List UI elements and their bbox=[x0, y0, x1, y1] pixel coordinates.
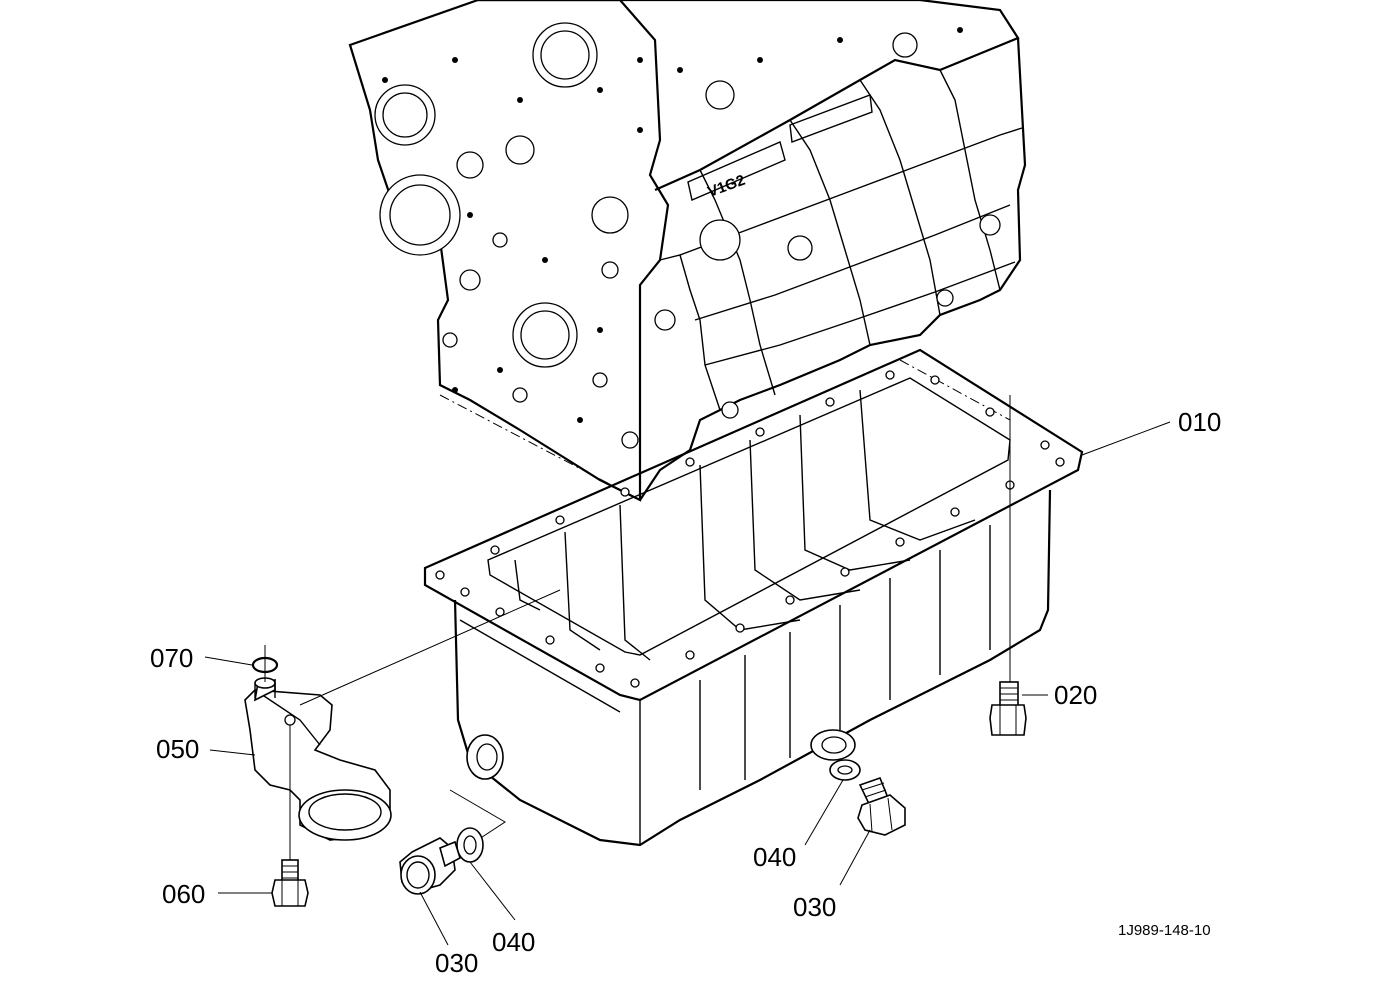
drain-plug-right bbox=[857, 776, 906, 836]
label-drain-plug-right: 030 bbox=[793, 892, 836, 922]
label-gasket-left: 040 bbox=[492, 927, 535, 957]
engine-block: V1G2 bbox=[348, 0, 1027, 502]
gasket-right bbox=[829, 759, 861, 781]
label-gasket-right: 040 bbox=[753, 842, 796, 872]
drawing-code: 1J989-148-10 bbox=[1118, 922, 1211, 939]
label-strainer-bolt: 060 bbox=[162, 879, 205, 909]
label-o-ring: 070 bbox=[150, 643, 193, 673]
pan-bolt bbox=[989, 395, 1027, 736]
label-drain-plug-left: 030 bbox=[435, 948, 478, 978]
oil-pan bbox=[423, 348, 1084, 847]
label-oil-pan: 010 bbox=[1178, 407, 1221, 437]
leader-lines bbox=[204, 421, 1171, 946]
strainer-mount-line bbox=[299, 589, 561, 706]
label-oil-strainer: 050 bbox=[156, 734, 199, 764]
block-marking-text: V1G2 bbox=[706, 172, 748, 201]
strainer-bolt bbox=[271, 725, 309, 907]
drain-plug-left bbox=[399, 837, 461, 895]
label-pan-bolt: 020 bbox=[1054, 680, 1097, 710]
center-line-block bbox=[439, 394, 641, 501]
oil-strainer bbox=[244, 677, 392, 841]
gasket-left bbox=[456, 827, 484, 863]
